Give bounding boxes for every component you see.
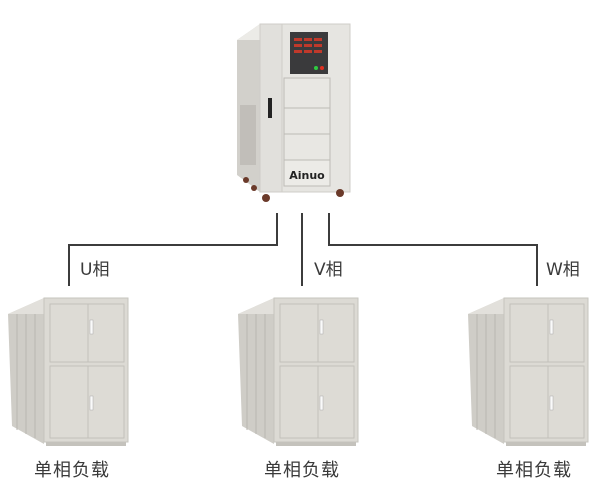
brand-logo: Ainuo: [289, 169, 325, 182]
cabinet-handle: [549, 319, 554, 335]
load-cabinet-w: [468, 297, 589, 446]
led-green-icon: [314, 66, 318, 70]
load-label-u: 单相负载: [34, 460, 110, 481]
cabinet-handle: [319, 395, 324, 411]
led-red-icon: [320, 66, 324, 70]
drawer: [283, 107, 331, 135]
display-readouts: [294, 38, 322, 53]
drawer: [283, 77, 331, 109]
power-source-unit: Ainuo: [237, 23, 351, 202]
drawer: [283, 133, 331, 161]
phase-label-v: V相: [314, 260, 343, 280]
u-line-vertical-down: [68, 244, 70, 286]
wheel-icon: [336, 189, 344, 197]
vent-grill: [240, 105, 256, 165]
phase-label-w: W相: [546, 260, 580, 280]
w-line-horizontal: [328, 244, 538, 246]
load-cabinet-u: [8, 297, 129, 446]
w-line-vertical-top: [328, 213, 330, 246]
wheel-icon: [243, 177, 249, 183]
cabinet-handle: [89, 395, 94, 411]
cabinet-handle: [319, 319, 324, 335]
cabinet-handle: [549, 395, 554, 411]
load-label-v: 单相负载: [264, 460, 340, 481]
drawer: [283, 159, 331, 187]
v-line-vertical: [301, 213, 303, 286]
phase-label-u: U相: [80, 260, 110, 280]
load-label-w: 单相负载: [496, 460, 572, 481]
wheel-icon: [251, 185, 257, 191]
w-line-vertical-down: [536, 244, 538, 286]
load-cabinet-v: [238, 297, 359, 446]
u-line-vertical-top: [276, 213, 278, 246]
u-line-horizontal: [68, 244, 278, 246]
wheel-icon: [262, 194, 270, 202]
cabinet-handle: [89, 319, 94, 335]
door-handle: [268, 98, 272, 118]
